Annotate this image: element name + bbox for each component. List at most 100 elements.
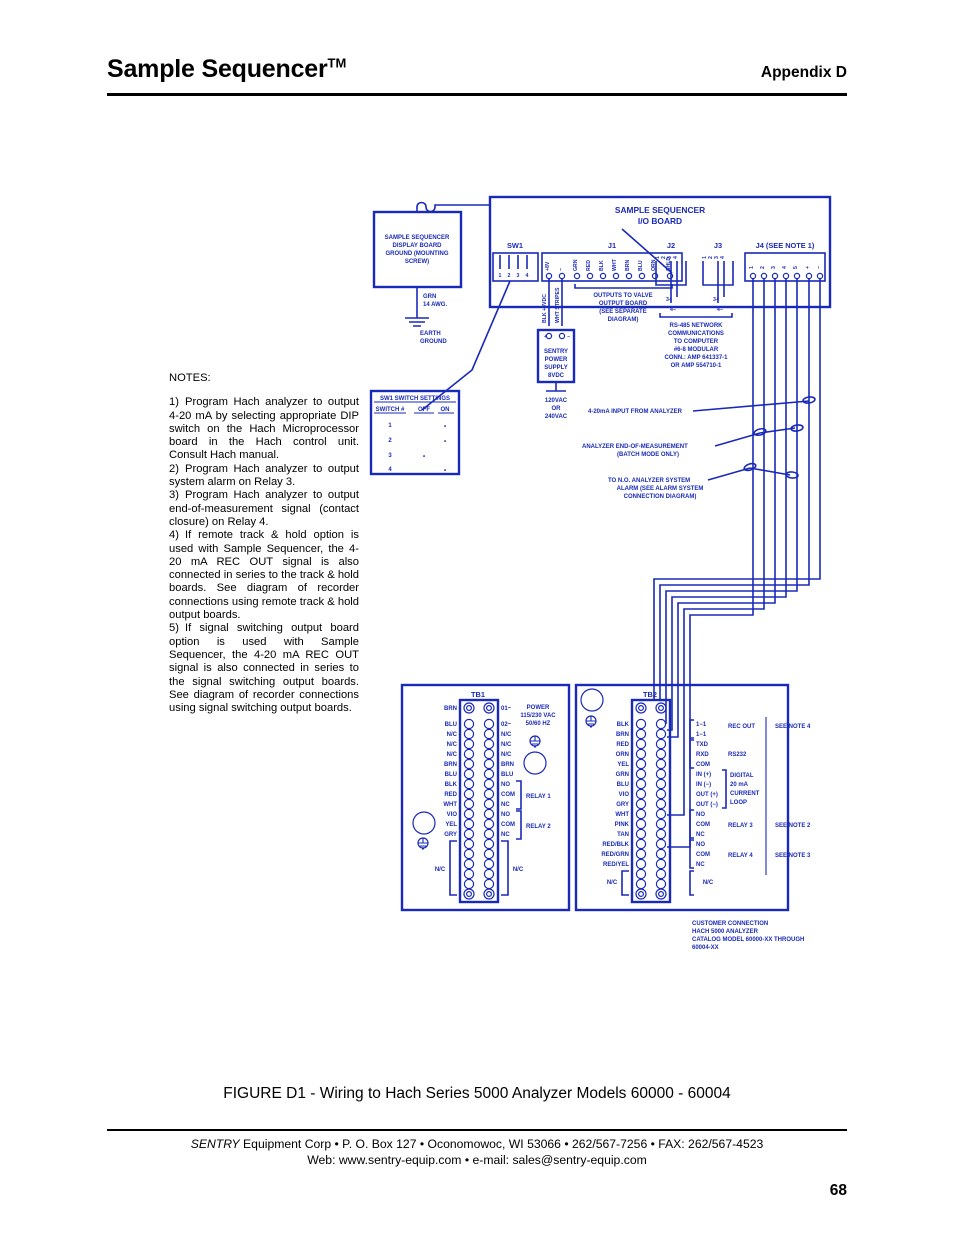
tb2-left-label-15: RED/YEL [603, 862, 629, 868]
tb2-group-digital-1: DIGITAL [730, 773, 754, 779]
sw1-table-title: SW1 SWITCH SETTINGS [380, 396, 450, 402]
tb2-left-label-3: RED [616, 742, 629, 748]
tb1-right-label-2: 02~ [501, 722, 512, 728]
note-item: 1)Program Hach analyzer to output 4-20 m… [169, 396, 359, 462]
tb1-right-label-12: COM [501, 822, 515, 828]
note-number: 1) [169, 396, 179, 409]
tb2-group-rs232: RS232 [728, 752, 747, 758]
tb2-left-label-2: BRN [616, 732, 629, 738]
tb2-right-label-3: TXD [696, 742, 709, 748]
display-board-label-2: DISPLAY BOARD [392, 243, 442, 249]
notes-block: NOTES: 1)Program Hach analyzer to output… [169, 372, 359, 715]
page-header: Sample SequencerTM Appendix D [107, 55, 847, 103]
j4-pin-label-6: + [805, 266, 811, 269]
page-title: Sample SequencerTM [107, 55, 346, 84]
j4-label: J4 (SEE NOTE 1) [756, 241, 815, 250]
tb1-right-label-4: N/C [501, 742, 512, 748]
j1-pin-label-9: ORN [651, 259, 657, 271]
j4-pins[interactable]: 1 2 3 4 5 + − [749, 266, 824, 280]
j4-bus-wires [653, 279, 821, 810]
sw1-pos-2: 2 [508, 273, 511, 279]
ground-wire-label-1: GRN [423, 294, 436, 300]
ground-wire-label-2: 14 AWG. [423, 302, 447, 308]
psu-wire-label-1: BLK +8VDC [542, 294, 548, 323]
rs485-caption-3: TO COMPUTER [674, 339, 719, 345]
tb1-right-label-3: N/C [501, 732, 512, 738]
j4-pin-label-2: 2 [760, 266, 766, 269]
j1-caption-3: (SEE SEPARATE [599, 309, 646, 315]
tb2-right-label-9: OUT (−) [696, 802, 718, 808]
sw1-pos-1: 1 [499, 273, 502, 279]
tb2-label: TB2 [643, 690, 657, 699]
annotation-analyzer-alarm-1: TO N.O. ANALYZER SYSTEM [608, 478, 690, 484]
tb1-power-label-3: 50/60 HZ [526, 721, 551, 727]
psu-label-3: SUPPLY [544, 365, 567, 371]
tb1-left-label-2: BLU [445, 722, 457, 728]
j3-pin-2: 2 [708, 256, 714, 259]
tb1-relay-2-label: RELAY 2 [526, 824, 551, 830]
tb2-terminals[interactable] [635, 718, 667, 890]
tb2-left-labels: BLK BRN RED ORN YEL GRN BLU VIO GRY WHT … [601, 722, 629, 868]
sw1-row-1-switch: 1 [388, 423, 392, 429]
sw1-row-4-switch: 4 [388, 467, 392, 473]
annotation-analyzer-alarm-3: CONNECTION DIAGRAM) [624, 494, 697, 500]
j1-pin-label-4: RED [586, 260, 592, 271]
j1-caption-2: OUTPUT BOARD [599, 301, 648, 307]
tb2-right-label-2: 1−1 [696, 732, 707, 738]
tb2-left-label-8: VIO [619, 792, 630, 798]
note-item: 3)Program Hach analyzer to output end-of… [169, 489, 359, 529]
notes-title: NOTES: [169, 372, 211, 384]
j3-signal-3plus: 3+ [713, 297, 719, 303]
trademark-symbol: TM [327, 55, 347, 71]
tb1-terminals[interactable] [463, 718, 495, 890]
note-number: 4) [169, 529, 179, 542]
psu-terminal-minus: − [567, 334, 570, 340]
tb2-group-relay-4: RELAY 4 [728, 853, 753, 859]
wiring-diagram-svg: .ln{stroke:#1a2ab8;stroke-width:1.6;fill… [369, 195, 832, 951]
psu-label-1: SENTRY [544, 349, 568, 355]
j1-caption-1: OUTPUTS TO VALVE [593, 293, 652, 299]
tb1-left-label-1: BRN [444, 706, 457, 712]
tb2-right-label-11: COM [696, 822, 710, 828]
j2-connector[interactable]: 1 2 3 4 3+ 4− [655, 256, 687, 313]
tb1-right-label-7: BLU [501, 772, 513, 778]
j4-pin-label-5: 5 [793, 266, 799, 269]
j3-pin-1: 1 [702, 256, 708, 259]
tb2-left-label-1: BLK [617, 722, 630, 728]
rs485-caption-5: CONN.: AMP 641337-1 [664, 355, 728, 361]
sw1-table-col-off: OFF [418, 407, 430, 413]
tb1-right-label-9: COM [501, 792, 515, 798]
tb2-right-label-13: NO [696, 842, 705, 848]
customer-connection-3: CATALOG MODEL 60000-XX THROUGH [692, 937, 804, 943]
j2-pin-1: 1 [655, 256, 661, 259]
tb1-right-labels: 01~ 02~ N/C N/C N/C BRN BLU NO COM NC NO… [501, 706, 515, 838]
tb1-right-label-13: NC [501, 832, 510, 838]
sw1-row-1-on: • [444, 424, 446, 430]
appendix-label: Appendix D [760, 64, 847, 81]
tb2-left-label-5: YEL [617, 762, 629, 768]
note-text: Program Hach analyzer to output system a… [169, 462, 359, 489]
note-text: Program Hach analyzer to output end-of-m… [169, 489, 359, 528]
tb2-group-digital-3: CURRENT [730, 791, 760, 797]
tb1-right-label-6: BRN [501, 762, 514, 768]
company-brand: SENTRY [190, 1137, 240, 1151]
note-text: Program Hach analyzer to output 4-20 mA … [169, 396, 359, 462]
psu-wire-label-2: WHT STRIPES [555, 287, 561, 323]
tb1-right-label-1: 01~ [501, 706, 512, 712]
tb2-group-digital-2: 20 mA [730, 782, 749, 788]
rs485-caption-2: COMMUNICATIONS [668, 331, 724, 337]
j3-signal-4minus: 4− [717, 307, 723, 313]
tb1-right-label-11: NO [501, 812, 510, 818]
sw1-pos-3: 3 [517, 273, 520, 279]
j2-pin-4: 4 [673, 256, 679, 259]
sw1-pos-4: 4 [526, 273, 529, 279]
annotation-alarm: TO N.O. ANALYZER SYSTEM ALARM (SEE ALARM… [608, 462, 799, 500]
sw1-switches[interactable]: 1 2 3 4 [499, 255, 529, 279]
note-text: If signal switching output board option … [169, 622, 359, 715]
sw1-row-2-on: • [444, 439, 446, 445]
wiring-diagram: .ln{stroke:#1a2ab8;stroke-width:1.6;fill… [360, 185, 860, 960]
rs485-caption-1: RS-485 NETWORK [669, 323, 723, 329]
j3-connector[interactable]: 1 2 3 4 3+ 4− [702, 256, 734, 313]
tb2-group-rec-out: REC OUT [728, 724, 755, 730]
j1-pins[interactable]: +8V − GRN RED BLK WHT BRN BLU ORN SHLD [545, 257, 674, 280]
